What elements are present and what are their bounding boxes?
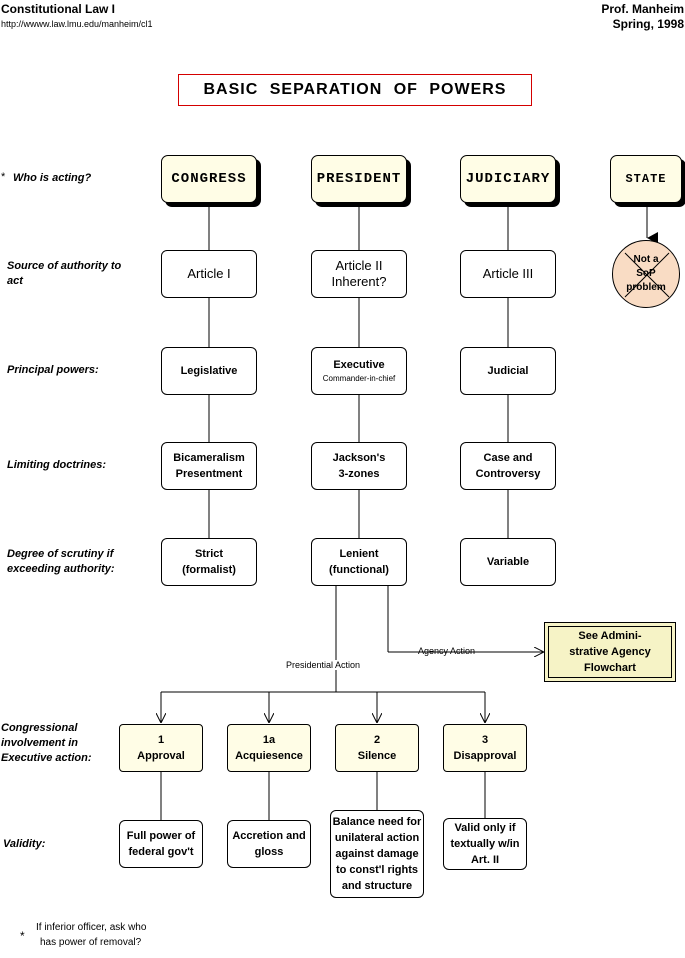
- congress-limiting-box: Bicameralism Presentment: [161, 442, 257, 490]
- involvement-label: Acquiesence: [235, 750, 303, 762]
- actor-president: PRESIDENT: [311, 155, 407, 203]
- professor-name: Prof. Manheim: [601, 2, 684, 16]
- congress-scrutiny-2: (formalist): [182, 564, 236, 576]
- president-scrutiny-box: Lenient (functional): [311, 538, 407, 586]
- president-powers-2: Commander-in-chief: [322, 374, 396, 383]
- president-limiting-2: 3-zones: [338, 468, 380, 480]
- judiciary-scrutiny-box: Variable: [460, 538, 556, 586]
- footnote-asterisk: *: [20, 929, 25, 943]
- validity-disapproval: Valid only if textually w/in Art. II: [443, 818, 527, 870]
- congress-limiting-1: Bicameralism: [173, 452, 245, 464]
- row-label-scrutiny: Degree of scrutiny if exceeding authorit…: [7, 548, 115, 575]
- validity-silence: Balance need for unilateral action again…: [330, 810, 424, 898]
- footnote-line1: If inferior officer, ask who: [36, 922, 147, 933]
- congress-powers-box: Legislative: [161, 347, 257, 395]
- congress-scrutiny-box: Strict (formalist): [161, 538, 257, 586]
- involvement-num: 3: [481, 734, 489, 746]
- involvement-num: 1: [157, 734, 165, 746]
- judiciary-powers-box: Judicial: [460, 347, 556, 395]
- president-source-box: Article II Inherent?: [311, 250, 407, 298]
- row-label-limiting: Limiting doctrines:: [7, 459, 106, 471]
- involvement-num: 2: [373, 734, 381, 746]
- row-label-congressional: Congressional involvement in Executive a…: [1, 722, 92, 764]
- agency-box-line1: See Admini-: [578, 630, 642, 642]
- judiciary-source-box: Article III: [460, 250, 556, 298]
- row-label-source: Source of authority to act: [7, 260, 122, 287]
- congress-powers: Legislative: [180, 365, 238, 377]
- congress-scrutiny-1: Strict: [194, 548, 224, 560]
- involvement-approval: 1 Approval: [119, 724, 203, 772]
- validity-line: and structure: [341, 880, 413, 892]
- validity-line: gloss: [254, 846, 284, 858]
- course-title: Constitutional Law I: [1, 2, 115, 16]
- involvement-label: Silence: [357, 750, 397, 762]
- agency-box-line3: Flowchart: [584, 662, 636, 674]
- involvement-label: Disapproval: [453, 750, 517, 762]
- validity-line: Full power of: [126, 830, 196, 842]
- term: Spring, 1998: [612, 17, 684, 31]
- validity-line: Accretion and: [232, 830, 306, 842]
- footnote-marker: *: [1, 171, 6, 183]
- validity-line: against damage: [335, 848, 419, 860]
- president-source-1: Article II: [335, 258, 383, 273]
- congress-source: Article I: [187, 266, 231, 281]
- president-limiting-box: Jackson's 3-zones: [311, 442, 407, 490]
- validity-line: to const'l rights: [335, 864, 419, 876]
- judiciary-scrutiny: Variable: [486, 556, 530, 568]
- validity-line: Art. II: [470, 854, 500, 866]
- involvement-silence: 2 Silence: [335, 724, 419, 772]
- involvement-disapproval: 3 Disapproval: [443, 724, 527, 772]
- row-label-validity: Validity:: [3, 838, 46, 850]
- course-url[interactable]: http://wwww.law.lmu.edu/manheim/cl1: [1, 19, 153, 29]
- validity-line: unilateral action: [334, 832, 420, 844]
- row-label-who: Who is acting?: [13, 172, 92, 184]
- validity-line: Balance need for: [332, 816, 422, 828]
- president-scrutiny-1: Lenient: [339, 548, 379, 560]
- page-title: BASIC SEPARATION OF POWERS: [178, 74, 532, 106]
- agency-box-line2: strative Agency: [569, 646, 651, 658]
- actor-congress: CONGRESS: [161, 155, 257, 203]
- validity-line: federal gov't: [128, 846, 194, 858]
- not-sop-circle: Not a SoP problem: [612, 240, 680, 308]
- congress-source-box: Article I: [161, 250, 257, 298]
- involvement-label: Approval: [137, 750, 185, 762]
- not-sop-line2: SoP: [636, 268, 656, 279]
- agency-action-label: Agency Action: [418, 646, 476, 656]
- congress-limiting-2: Presentment: [175, 468, 243, 480]
- agency-flowchart-link[interactable]: See Admini- strative Agency Flowchart: [544, 622, 676, 682]
- involvement-num: 1a: [262, 734, 276, 746]
- president-powers-1: Executive: [333, 359, 385, 371]
- judiciary-limiting-box: Case and Controversy: [460, 442, 556, 490]
- judiciary-limiting-1: Case and: [483, 452, 533, 464]
- not-sop-line3: problem: [626, 282, 666, 293]
- president-powers-box: Executive Commander-in-chief: [311, 347, 407, 395]
- presidential-action-label: Presidential Action: [286, 660, 361, 670]
- row-label-powers: Principal powers:: [7, 364, 99, 376]
- validity-acquiesence: Accretion and gloss: [227, 820, 311, 868]
- president-source-2: Inherent?: [331, 274, 387, 289]
- judiciary-powers: Judicial: [487, 365, 529, 377]
- judiciary-source: Article III: [482, 266, 534, 281]
- validity-line: textually w/in: [450, 838, 520, 850]
- actor-judiciary: JUDICIARY: [460, 155, 556, 203]
- validity-line: Valid only if: [454, 822, 516, 834]
- president-limiting-1: Jackson's: [332, 452, 386, 464]
- involvement-acquiesence: 1a Acquiesence: [227, 724, 311, 772]
- cross-icon: [624, 252, 670, 298]
- president-scrutiny-2: (functional): [329, 564, 389, 576]
- actor-state: STATE: [610, 155, 682, 203]
- judiciary-limiting-2: Controversy: [475, 468, 541, 480]
- validity-approval: Full power of federal gov't: [119, 820, 203, 868]
- not-sop-line1: Not a: [633, 254, 659, 265]
- footnote-line2: has power of removal?: [40, 937, 142, 948]
